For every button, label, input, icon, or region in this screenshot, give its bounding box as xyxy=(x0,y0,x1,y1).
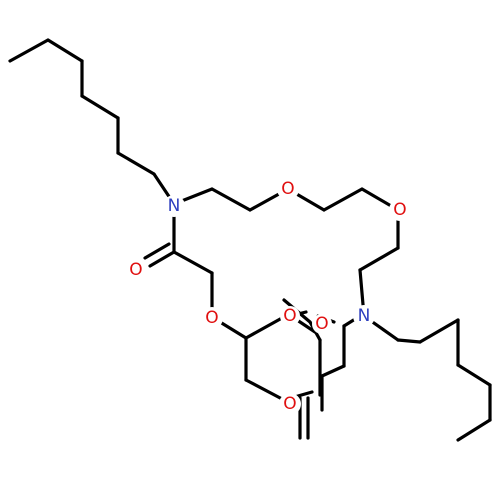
bond xyxy=(80,94,120,120)
o-background xyxy=(201,307,223,329)
oxygen-atom-label: O xyxy=(393,200,406,220)
bond xyxy=(358,246,400,272)
bond xyxy=(172,250,214,275)
bond xyxy=(456,363,492,387)
atom-backgrounds xyxy=(125,178,411,415)
nitrogen-atom-label: N xyxy=(168,196,181,216)
bond xyxy=(46,38,84,63)
bond xyxy=(143,242,171,260)
nitrogen-atom-label: N xyxy=(358,306,371,326)
o-background xyxy=(125,259,147,281)
bond xyxy=(396,338,422,344)
bond xyxy=(244,316,284,340)
bond xyxy=(456,418,492,442)
o-background xyxy=(277,178,299,200)
atom-labels: N O O O O O O N O xyxy=(129,179,406,414)
o-background xyxy=(280,306,300,326)
oxygen-atom-label: O xyxy=(283,394,296,414)
bond xyxy=(244,378,286,402)
bond xyxy=(210,187,252,212)
oxygen-atom-label: O xyxy=(129,260,142,280)
o-background xyxy=(389,199,411,221)
oxygen-atom-label: O xyxy=(315,314,328,334)
oxygen-atom-label: O xyxy=(283,306,296,326)
bond-layer xyxy=(8,38,492,442)
bond xyxy=(322,187,364,212)
bond xyxy=(218,320,248,340)
oxygen-atom-label: O xyxy=(205,308,218,328)
bond xyxy=(116,151,156,176)
bond xyxy=(418,318,460,344)
o-background xyxy=(279,393,301,415)
n2-background xyxy=(353,305,375,327)
o-background xyxy=(312,314,332,334)
bond xyxy=(148,250,176,268)
bond xyxy=(320,364,346,378)
oxygen-atom-label: O xyxy=(281,179,294,199)
n1-background xyxy=(163,195,185,217)
bond xyxy=(8,38,50,63)
